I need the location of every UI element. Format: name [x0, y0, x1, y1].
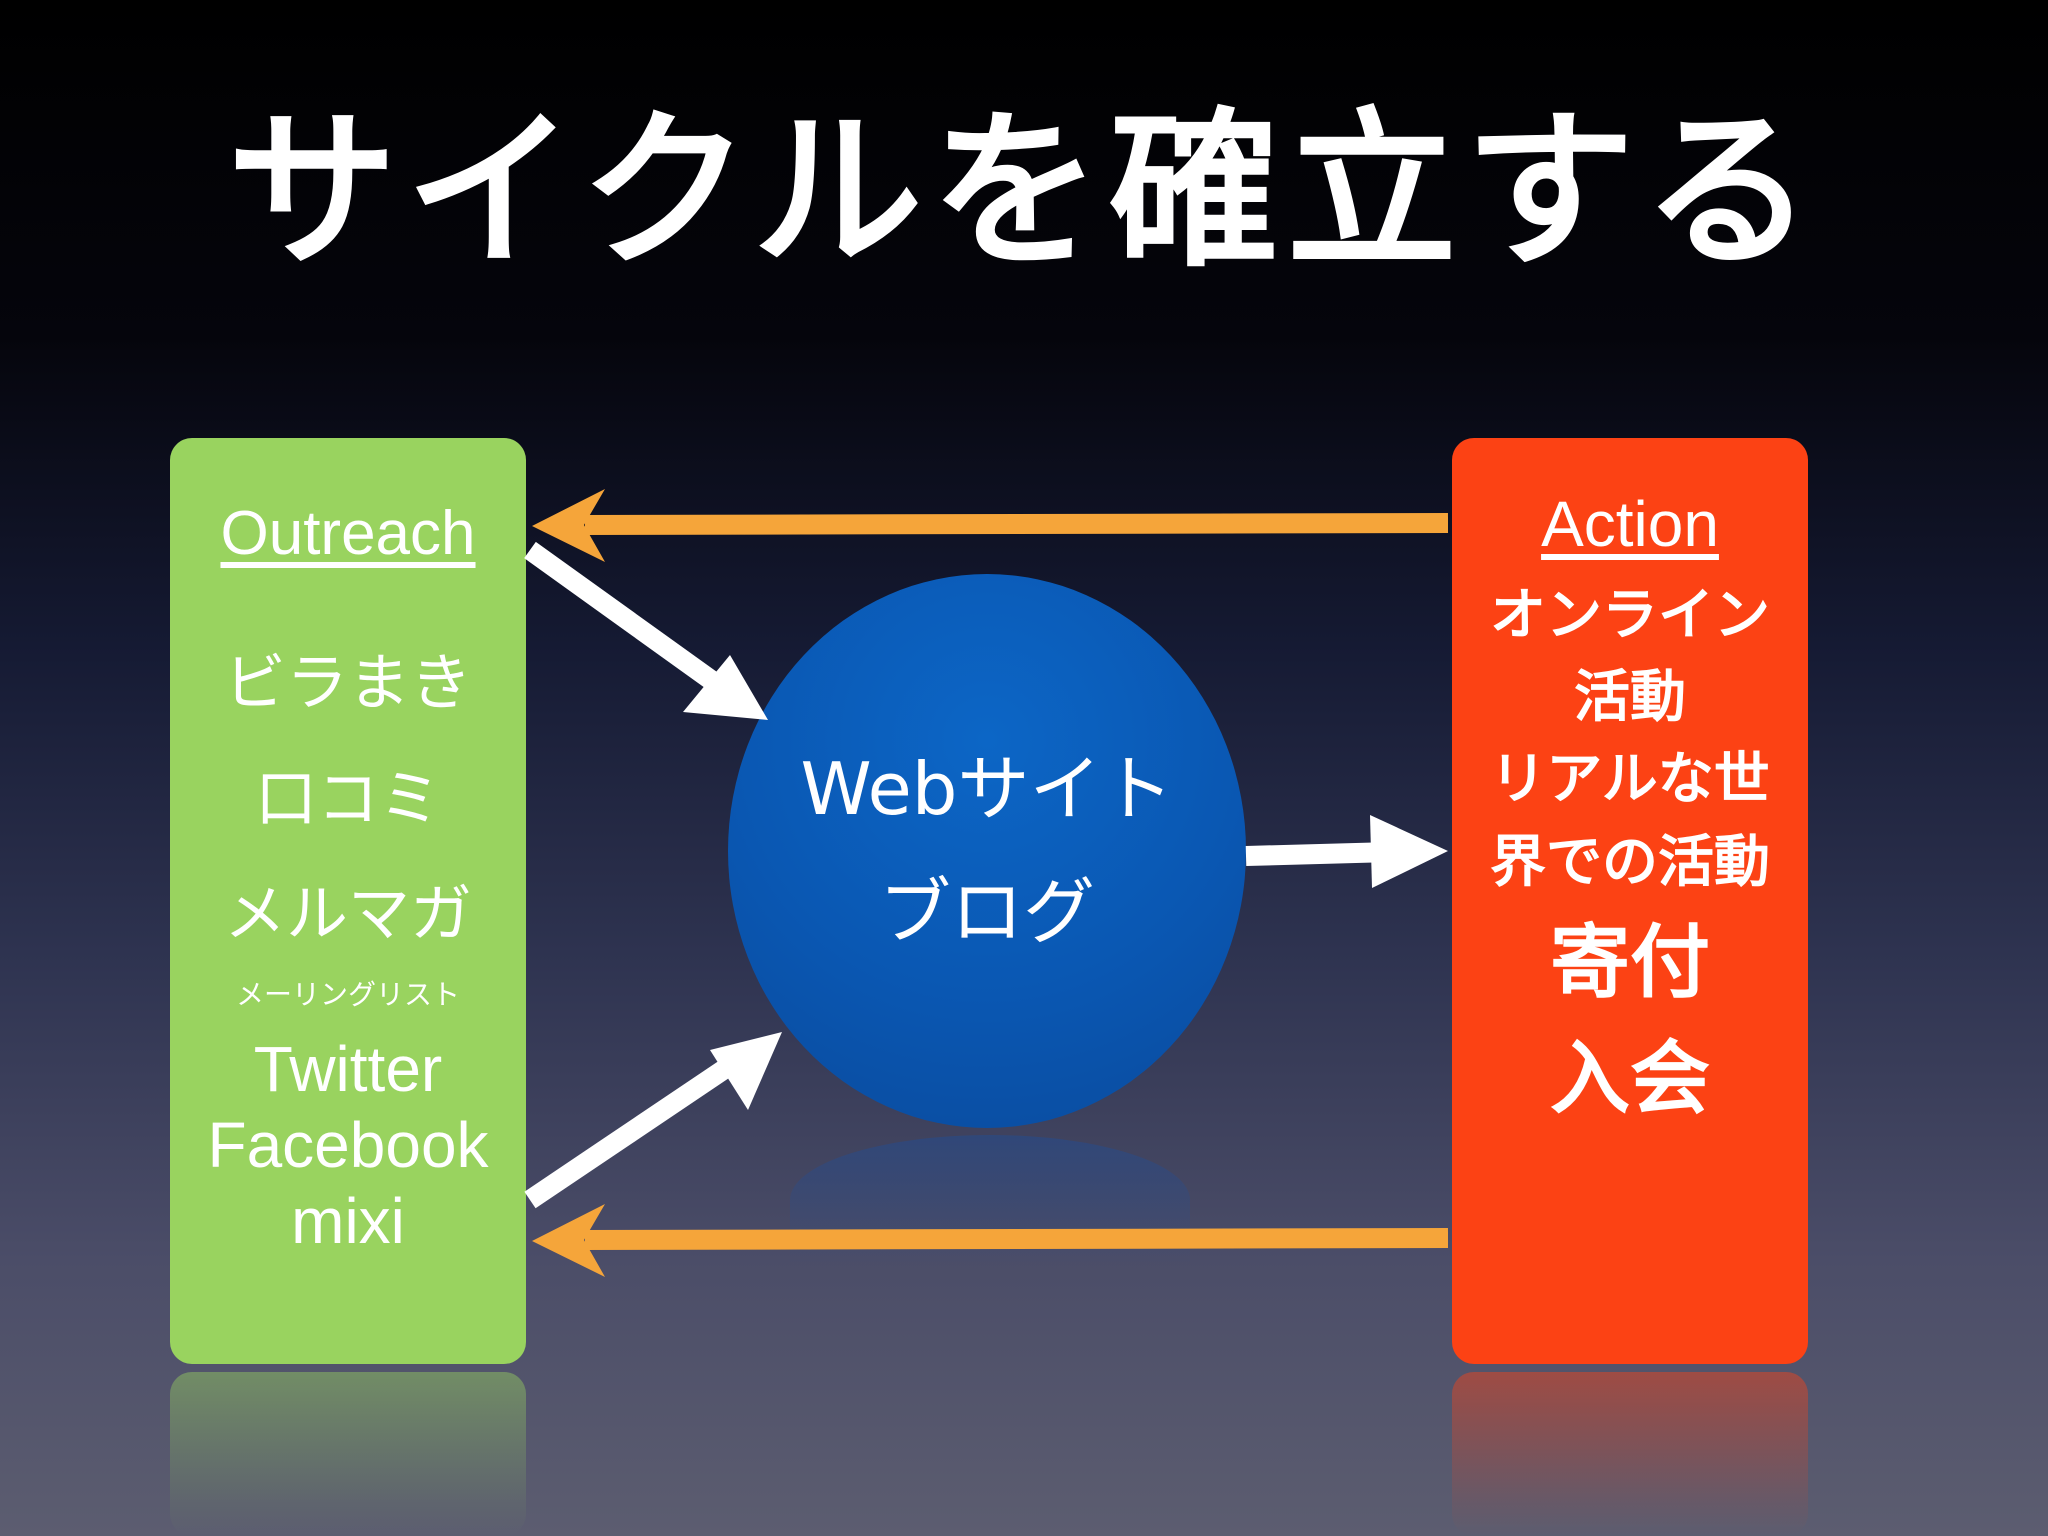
- bottom-feedback-arrow: [532, 1204, 1449, 1277]
- outreach-item-newsletter: メルマガ: [223, 876, 472, 950]
- action-item-activity: 活動: [1574, 664, 1686, 730]
- outreach-item-twitter: Twitter: [253, 1033, 443, 1106]
- outreach-lower-to-web-arrow: [524, 1032, 782, 1209]
- outreach-item-flyers: ビラまき: [223, 646, 472, 720]
- web-blog-circle: Webサイト ブログ: [728, 574, 1246, 1128]
- outreach-box-reflection: [170, 1372, 526, 1536]
- action-box-reflection: [1452, 1372, 1808, 1536]
- action-item-membership: 入会: [1550, 1032, 1710, 1126]
- action-item-donation: 寄付: [1550, 916, 1710, 1010]
- slide-title: サイクルを確立する: [227, 93, 1821, 291]
- circle-label-blog: ブログ: [878, 870, 1095, 954]
- outreach-item-facebook: Facebook: [207, 1108, 489, 1181]
- outreach-item-word-of-mouth: 口コミ: [254, 761, 441, 835]
- action-heading: Action: [1541, 488, 1719, 560]
- outreach-to-web-arrow: [524, 541, 768, 720]
- web-to-action-arrow: [1245, 815, 1448, 888]
- action-item-real-world-activity: 界での活動: [1490, 829, 1770, 895]
- outreach-heading: Outreach: [220, 499, 476, 568]
- circle-label-website: Webサイト: [800, 747, 1174, 832]
- action-box: Action オンライン 活動 リアルな世 界での活動 寄付 入会: [1452, 438, 1808, 1364]
- outreach-box: Outreach ビラまき 口コミ メルマガ メーリングリスト Twitter …: [170, 438, 526, 1364]
- outreach-item-mailing-list: メーリングリスト: [235, 978, 460, 1012]
- top-feedback-arrow: [532, 489, 1449, 562]
- action-item-real-world: リアルな世: [1490, 747, 1770, 813]
- action-item-online: オンライン: [1490, 582, 1770, 648]
- outreach-item-mixi: mixi: [291, 1184, 405, 1257]
